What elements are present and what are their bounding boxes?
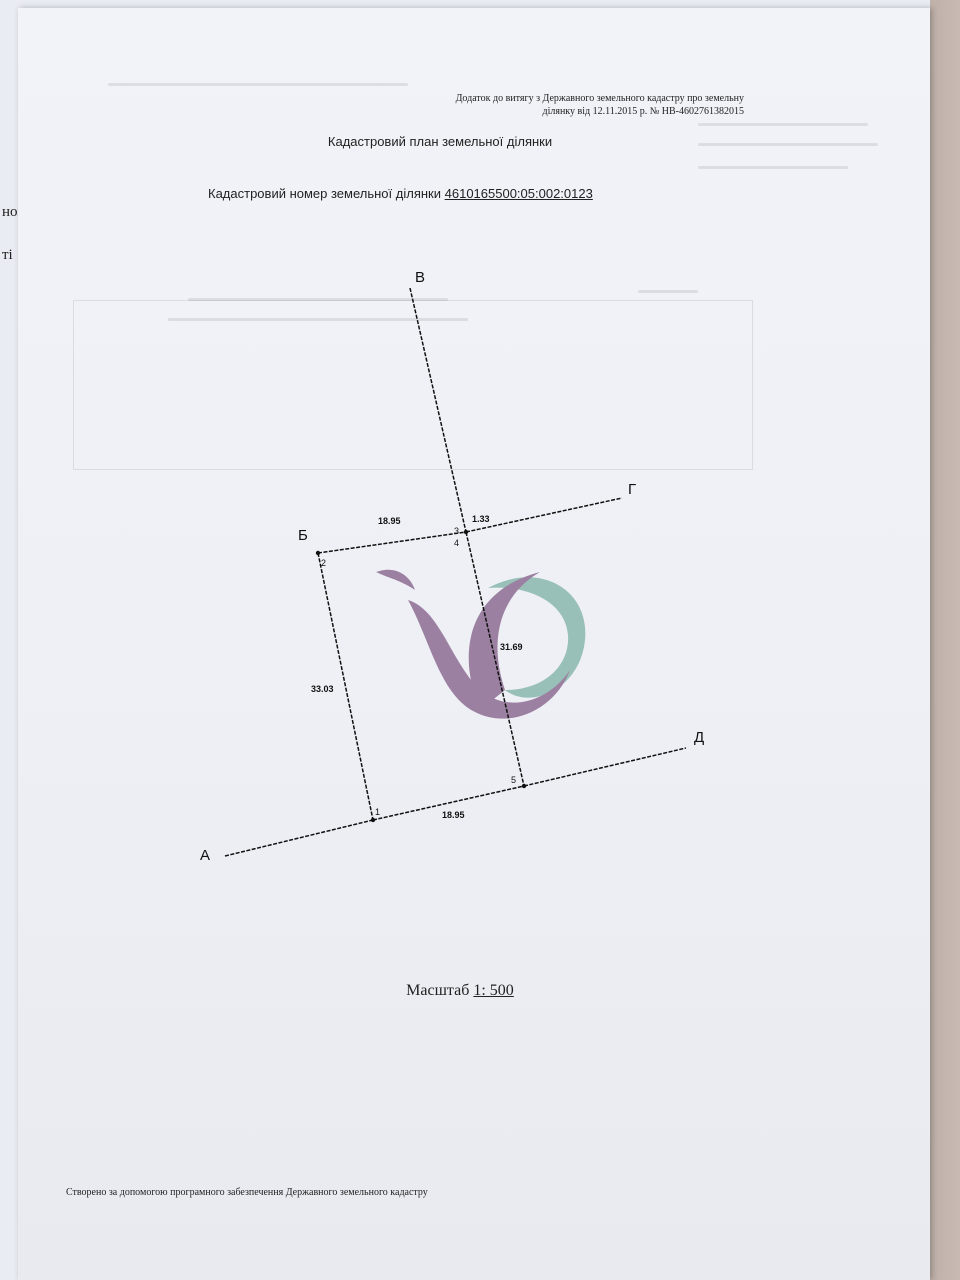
neighbor-line-v [409, 287, 467, 533]
corner-dot-5 [521, 783, 527, 789]
dimension-right: 31.69 [500, 642, 523, 652]
corner-dot-2 [315, 550, 321, 556]
point-label-2: 2 [321, 558, 326, 568]
show-through-line [188, 298, 448, 301]
scale-value: 1: 500 [473, 982, 514, 999]
point-label-3: 3 [454, 526, 459, 536]
watermark-logo [376, 569, 586, 719]
cadastral-number-label: Кадастровий номер земельної ділянки [208, 186, 441, 201]
point-label-4: 4 [454, 538, 459, 548]
cadastral-number-line: Кадастровий номер земельної ділянки 4610… [208, 186, 593, 201]
show-through-line [698, 166, 848, 169]
corner-dot-3 [463, 529, 469, 535]
neighbor-line-g [465, 497, 623, 533]
show-through-line [168, 318, 468, 321]
watermark-purple-arc [468, 572, 540, 710]
parcel-side-left [317, 552, 374, 821]
neighbor-label-v: В [415, 269, 425, 286]
show-through-line [108, 83, 408, 86]
edge-fragment-2: ті [2, 247, 13, 263]
scale-label: Масштаб [406, 982, 470, 999]
show-through-line [638, 290, 698, 293]
page-title: Кадастровий план земельної ділянки [327, 134, 553, 149]
dimension-left: 33.03 [311, 684, 334, 694]
neighbor-label-g: Г [628, 481, 636, 498]
neighbor-label-b: Б [298, 527, 308, 544]
point-label-5: 5 [511, 775, 516, 785]
show-through-line [698, 143, 878, 146]
show-through-line [698, 123, 868, 126]
parcel-side-bottom [372, 785, 525, 821]
parcel-side-right [465, 531, 525, 787]
neighbor-line-a [224, 819, 374, 857]
scale-line: Масштаб 1: 500 [0, 982, 920, 1000]
parcel-side-top [317, 531, 467, 554]
boundary-lines [224, 287, 687, 857]
dimension-top: 18.95 [378, 516, 401, 526]
watermark-purple-swirl [408, 600, 570, 719]
cadastral-number-value: 4610165500:05:002:0123 [444, 186, 593, 201]
neighbor-line-d [523, 747, 687, 787]
annex-note: Додаток до витягу з Державного земельног… [455, 93, 744, 117]
watermark-teal-arc [488, 577, 586, 698]
corner-points [315, 529, 527, 823]
neighbor-label-d: Д [694, 729, 704, 746]
dimension-top-right: 1.33 [472, 514, 490, 524]
dimension-bottom: 18.95 [442, 810, 465, 820]
watermark-purple-leaf [376, 569, 415, 590]
corner-dot-1 [370, 817, 376, 823]
point-label-1: 1 [375, 807, 380, 817]
neighbor-label-a: А [200, 847, 210, 864]
footer-note: Створено за допомогою програмного забезп… [66, 1187, 428, 1198]
